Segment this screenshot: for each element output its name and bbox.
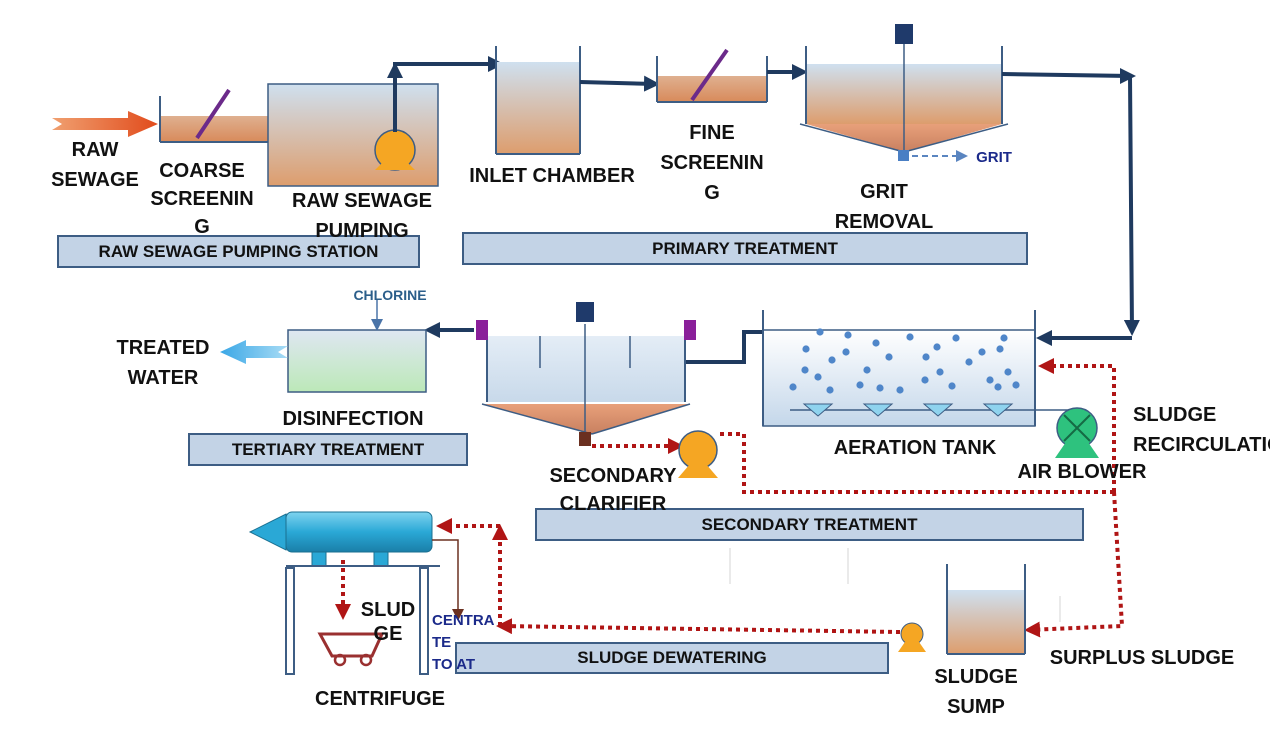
disinfection-tank — [287, 329, 427, 393]
air-bubble — [922, 353, 930, 361]
air-bubble — [986, 376, 994, 384]
sump-to-centrifuge-line-a — [496, 618, 901, 635]
air-bubble — [801, 366, 809, 374]
air-bubble — [885, 353, 893, 361]
label-surplus-sludge: SURPLUS SLUDGE — [1049, 647, 1235, 669]
clarifier-sludge-outlet — [579, 432, 591, 446]
air-bubble — [965, 358, 973, 366]
label-grit: GRIT — [976, 149, 1012, 166]
coarse-screening-channel — [159, 88, 268, 143]
raw-sewage-wet-well — [267, 83, 439, 187]
label-disinfection: DISINFECTION — [282, 408, 424, 430]
label-inlet-chamber: INLET CHAMBER — [469, 165, 635, 187]
label-treated-water: TREATED WATER — [116, 337, 210, 389]
air-bubble — [802, 345, 810, 353]
air-bubble — [816, 328, 824, 336]
air-bubble — [876, 384, 884, 392]
label-raw-sewage: RAW SEWAGE — [51, 139, 139, 191]
label-fine-screening: FINE SCREENIN G — [660, 122, 764, 204]
air-bubble — [994, 383, 1002, 391]
stage-primary-treatment: PRIMARY TREATMENT — [462, 232, 1028, 265]
stage-sludge-dewatering: SLUDGE DEWATERING — [455, 642, 889, 674]
stage-tertiary-treatment: TERTIARY TREATMENT — [188, 433, 468, 466]
coarse-screen-bar — [195, 88, 231, 140]
air-bubble — [948, 382, 956, 390]
air-bubble — [856, 381, 864, 389]
grit-to-aeration-pipe — [1001, 72, 1140, 336]
label-air-blower: AIR BLOWER — [1017, 461, 1147, 483]
raw-sewage-inflow-arrow — [52, 111, 158, 137]
ras-line-1 — [720, 432, 1114, 494]
air-bubble — [872, 339, 880, 347]
centrifuge-unit — [248, 511, 440, 675]
sludge-lines — [335, 358, 1125, 638]
air-bubble — [921, 376, 929, 384]
sludge-sump-tank — [946, 564, 1026, 655]
background-divider-lines — [729, 548, 1061, 622]
air-bubble — [906, 333, 914, 341]
air-bubble — [789, 383, 797, 391]
air-diffusers — [790, 403, 1068, 417]
fine-screening-channel — [656, 48, 768, 103]
stage-raw-sewage-pumping-station: RAW SEWAGE PUMPING STATION — [57, 235, 420, 268]
air-bubble — [896, 386, 904, 394]
label-centrate-to-at: CENTRA TE TO AT — [432, 612, 495, 673]
air-bubble — [1004, 368, 1012, 376]
sludge-cart — [317, 632, 385, 667]
air-bubble — [828, 356, 836, 364]
air-bubble — [936, 368, 944, 376]
raw-sewage-pump — [374, 129, 416, 171]
treated-water-outflow-arrow — [220, 340, 288, 364]
air-blower — [1055, 407, 1099, 458]
label-grit-removal: GRIT REMOVAL — [834, 181, 934, 233]
label-sludge: SLUD GE — [360, 599, 416, 645]
sludge-sump-pump — [898, 622, 926, 652]
air-bubble — [978, 348, 986, 356]
centrate-return-arrow — [432, 539, 464, 621]
clarifier-drive — [576, 302, 594, 322]
label-raw-sewage-pumping: RAW SEWAGE PUMPING — [291, 190, 432, 242]
air-bubble — [826, 386, 834, 394]
air-bubble — [1000, 334, 1008, 342]
air-bubble — [842, 348, 850, 356]
stage-secondary-treatment: SECONDARY TREATMENT — [535, 508, 1084, 541]
ras-pump — [678, 430, 718, 478]
air-bubble — [933, 343, 941, 351]
air-bubble — [863, 366, 871, 374]
label-sludge-recirculation: SLUDGE RECIRCULATIO — [1133, 404, 1270, 456]
label-centrifuge: CENTRIFUGE — [315, 688, 445, 710]
air-bubble — [814, 373, 822, 381]
label-aeration-tank: AERATION TANK — [833, 437, 997, 459]
label-sludge-sump: SLUDGE SUMP — [934, 666, 1018, 718]
fine-screen-bar — [690, 48, 729, 102]
grit-outlet — [898, 150, 909, 161]
sludge-recirculation-line — [1038, 358, 1116, 492]
clarifier-weir-left — [476, 320, 488, 340]
air-bubble — [952, 334, 960, 342]
clarifier-weir-right — [684, 320, 696, 340]
secondary-clarifier-tank — [476, 302, 696, 446]
label-chlorine: CHLORINE — [353, 287, 427, 303]
air-bubble — [844, 331, 852, 339]
air-bubble — [996, 345, 1004, 353]
aeration-bubbles — [789, 328, 1020, 394]
label-coarse-screening: COARSE SCREENIN G — [150, 160, 254, 238]
air-bubble — [1012, 381, 1020, 389]
label-secondary-clarifier: SECONDARY CLARIFIER — [549, 465, 677, 515]
grit-scraper-drive — [895, 24, 913, 44]
inlet-chamber-tank — [495, 46, 581, 155]
inlet-to-fine-screen-pipe — [579, 75, 660, 92]
grit-removal-tank — [799, 24, 1009, 161]
